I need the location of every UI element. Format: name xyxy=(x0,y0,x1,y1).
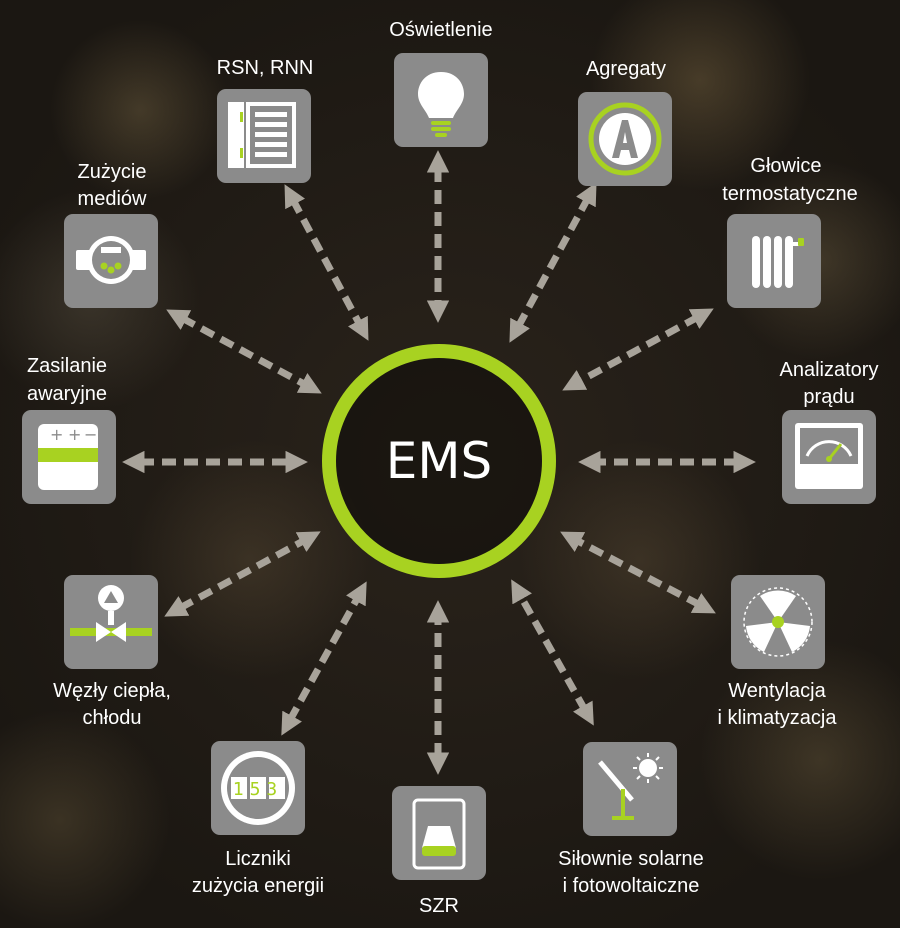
svg-text:+: + xyxy=(68,425,81,444)
ems-label: EMS xyxy=(386,432,492,490)
arrows xyxy=(122,150,756,775)
label-liczniki-2: zużycia energii xyxy=(192,875,324,897)
svg-text:+: + xyxy=(50,425,63,444)
solar-panel-icon xyxy=(598,753,663,820)
label-szr: SZR xyxy=(419,895,459,917)
generator-a-icon xyxy=(588,102,662,176)
node-szr: SZR xyxy=(392,786,486,917)
lightbulb-icon xyxy=(418,72,464,137)
arrow-agregaty xyxy=(509,182,597,343)
label-glowice-2: termostatyczne xyxy=(722,183,858,205)
switch-icon xyxy=(412,798,466,870)
label-zasilanie-2: awaryjne xyxy=(27,383,107,405)
label-wentylacja-2: i klimatyzacja xyxy=(718,707,838,729)
label-analizatory-1: Analizatory xyxy=(780,359,879,381)
label-silownie-2: i fotowoltaiczne xyxy=(563,875,700,897)
node-wezly: Węzły ciepła, chłodu xyxy=(53,575,171,729)
node-analizatory: Analizatory prądu xyxy=(780,359,879,504)
node-agregaty: Agregaty xyxy=(578,58,672,186)
node-rsn: RSN, RNN xyxy=(217,57,314,183)
label-wentylacja-1: Wentylacja xyxy=(728,680,826,702)
battery-icon: + + − xyxy=(38,424,98,490)
label-glowice-1: Głowice xyxy=(750,155,821,177)
arrow-wezly xyxy=(164,531,321,617)
arrow-wentylacja xyxy=(560,531,716,614)
tile-silownie xyxy=(583,742,677,836)
node-oswietlenie: Oświetlenie xyxy=(389,19,493,147)
label-zasilanie-1: Zasilanie xyxy=(27,355,107,377)
valve-icon xyxy=(70,585,152,642)
fan-icon xyxy=(743,587,813,657)
node-glowice: Głowice termostatyczne xyxy=(722,155,858,308)
radiator-icon xyxy=(752,236,804,288)
svg-text:−: − xyxy=(84,425,97,444)
arrow-rsn xyxy=(284,184,369,341)
label-agregaty: Agregaty xyxy=(586,58,666,80)
node-zasilanie: + + − Zasilanie awaryjne xyxy=(22,355,116,504)
label-liczniki-1: Liczniki xyxy=(225,848,291,870)
switchboard-icon xyxy=(228,102,296,168)
node-silownie: Siłownie solarne i fotowoltaiczne xyxy=(558,742,704,897)
label-analizatory-2: prądu xyxy=(803,386,854,408)
meter-digits: 153 xyxy=(233,779,284,800)
label-wezly-1: Węzły ciepła, xyxy=(53,680,171,702)
ems-center: EMS xyxy=(322,344,556,578)
energy-meter-icon: 153 xyxy=(221,751,295,825)
arrow-liczniki xyxy=(281,581,367,736)
label-zuzycie-1: Zużycie xyxy=(78,161,147,183)
ems-ring xyxy=(322,344,556,578)
arrow-silownie xyxy=(511,579,594,726)
node-zuzycie: Zużycie mediów xyxy=(64,161,158,308)
node-wentylacja: Wentylacja i klimatyzacja xyxy=(718,575,838,729)
label-rsn: RSN, RNN xyxy=(217,57,314,79)
arrow-zuzycie xyxy=(166,309,322,394)
label-zuzycie-2: mediów xyxy=(78,188,147,210)
power-analyzer-icon xyxy=(795,423,863,489)
arrow-glowice xyxy=(562,308,714,391)
label-wezly-2: chłodu xyxy=(83,707,142,729)
water-meter-icon xyxy=(76,236,146,284)
label-silownie-1: Siłownie solarne xyxy=(558,848,704,870)
node-liczniki: 153 Liczniki zużycia energii xyxy=(192,741,324,897)
label-oswietlenie: Oświetlenie xyxy=(389,19,492,41)
